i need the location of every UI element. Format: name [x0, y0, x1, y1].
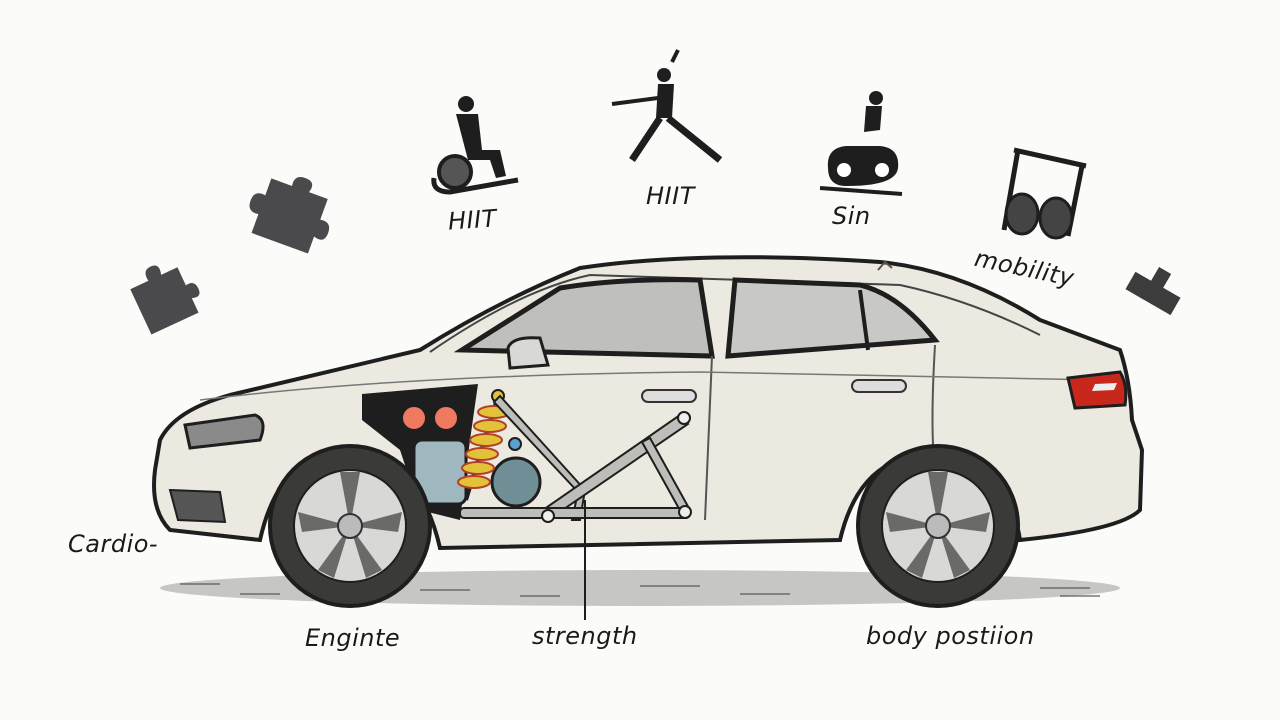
callout-cardio: Cardio-: [68, 530, 159, 558]
wheelchair-athlete-icon: [431, 96, 519, 195]
icon-label-hiit-1: HIIT: [447, 204, 498, 236]
puzzle-piece-icon: [130, 265, 200, 335]
headlight: [168, 413, 265, 524]
kettlebell-rack-icon: [1001, 147, 1087, 240]
callout-engine: Enginte: [305, 624, 401, 652]
engine-cutaway: [362, 384, 542, 520]
tail-light: [1066, 370, 1128, 410]
spin-bike-icon: [819, 91, 903, 196]
callout-strength: strength: [532, 622, 638, 650]
callout-body-position: body postiion: [866, 622, 1035, 650]
block-piece-icon: [1125, 266, 1181, 316]
icon-label-spin: Sin: [832, 202, 871, 230]
rear-wheel: [856, 444, 1020, 608]
frame-struts: [459, 394, 692, 523]
front-wheel: [268, 444, 432, 608]
puzzle-piece-icon: [249, 177, 330, 254]
icon-label-hiit-2: HIIT: [646, 182, 695, 210]
yoga-lunge-icon: [611, 49, 723, 163]
